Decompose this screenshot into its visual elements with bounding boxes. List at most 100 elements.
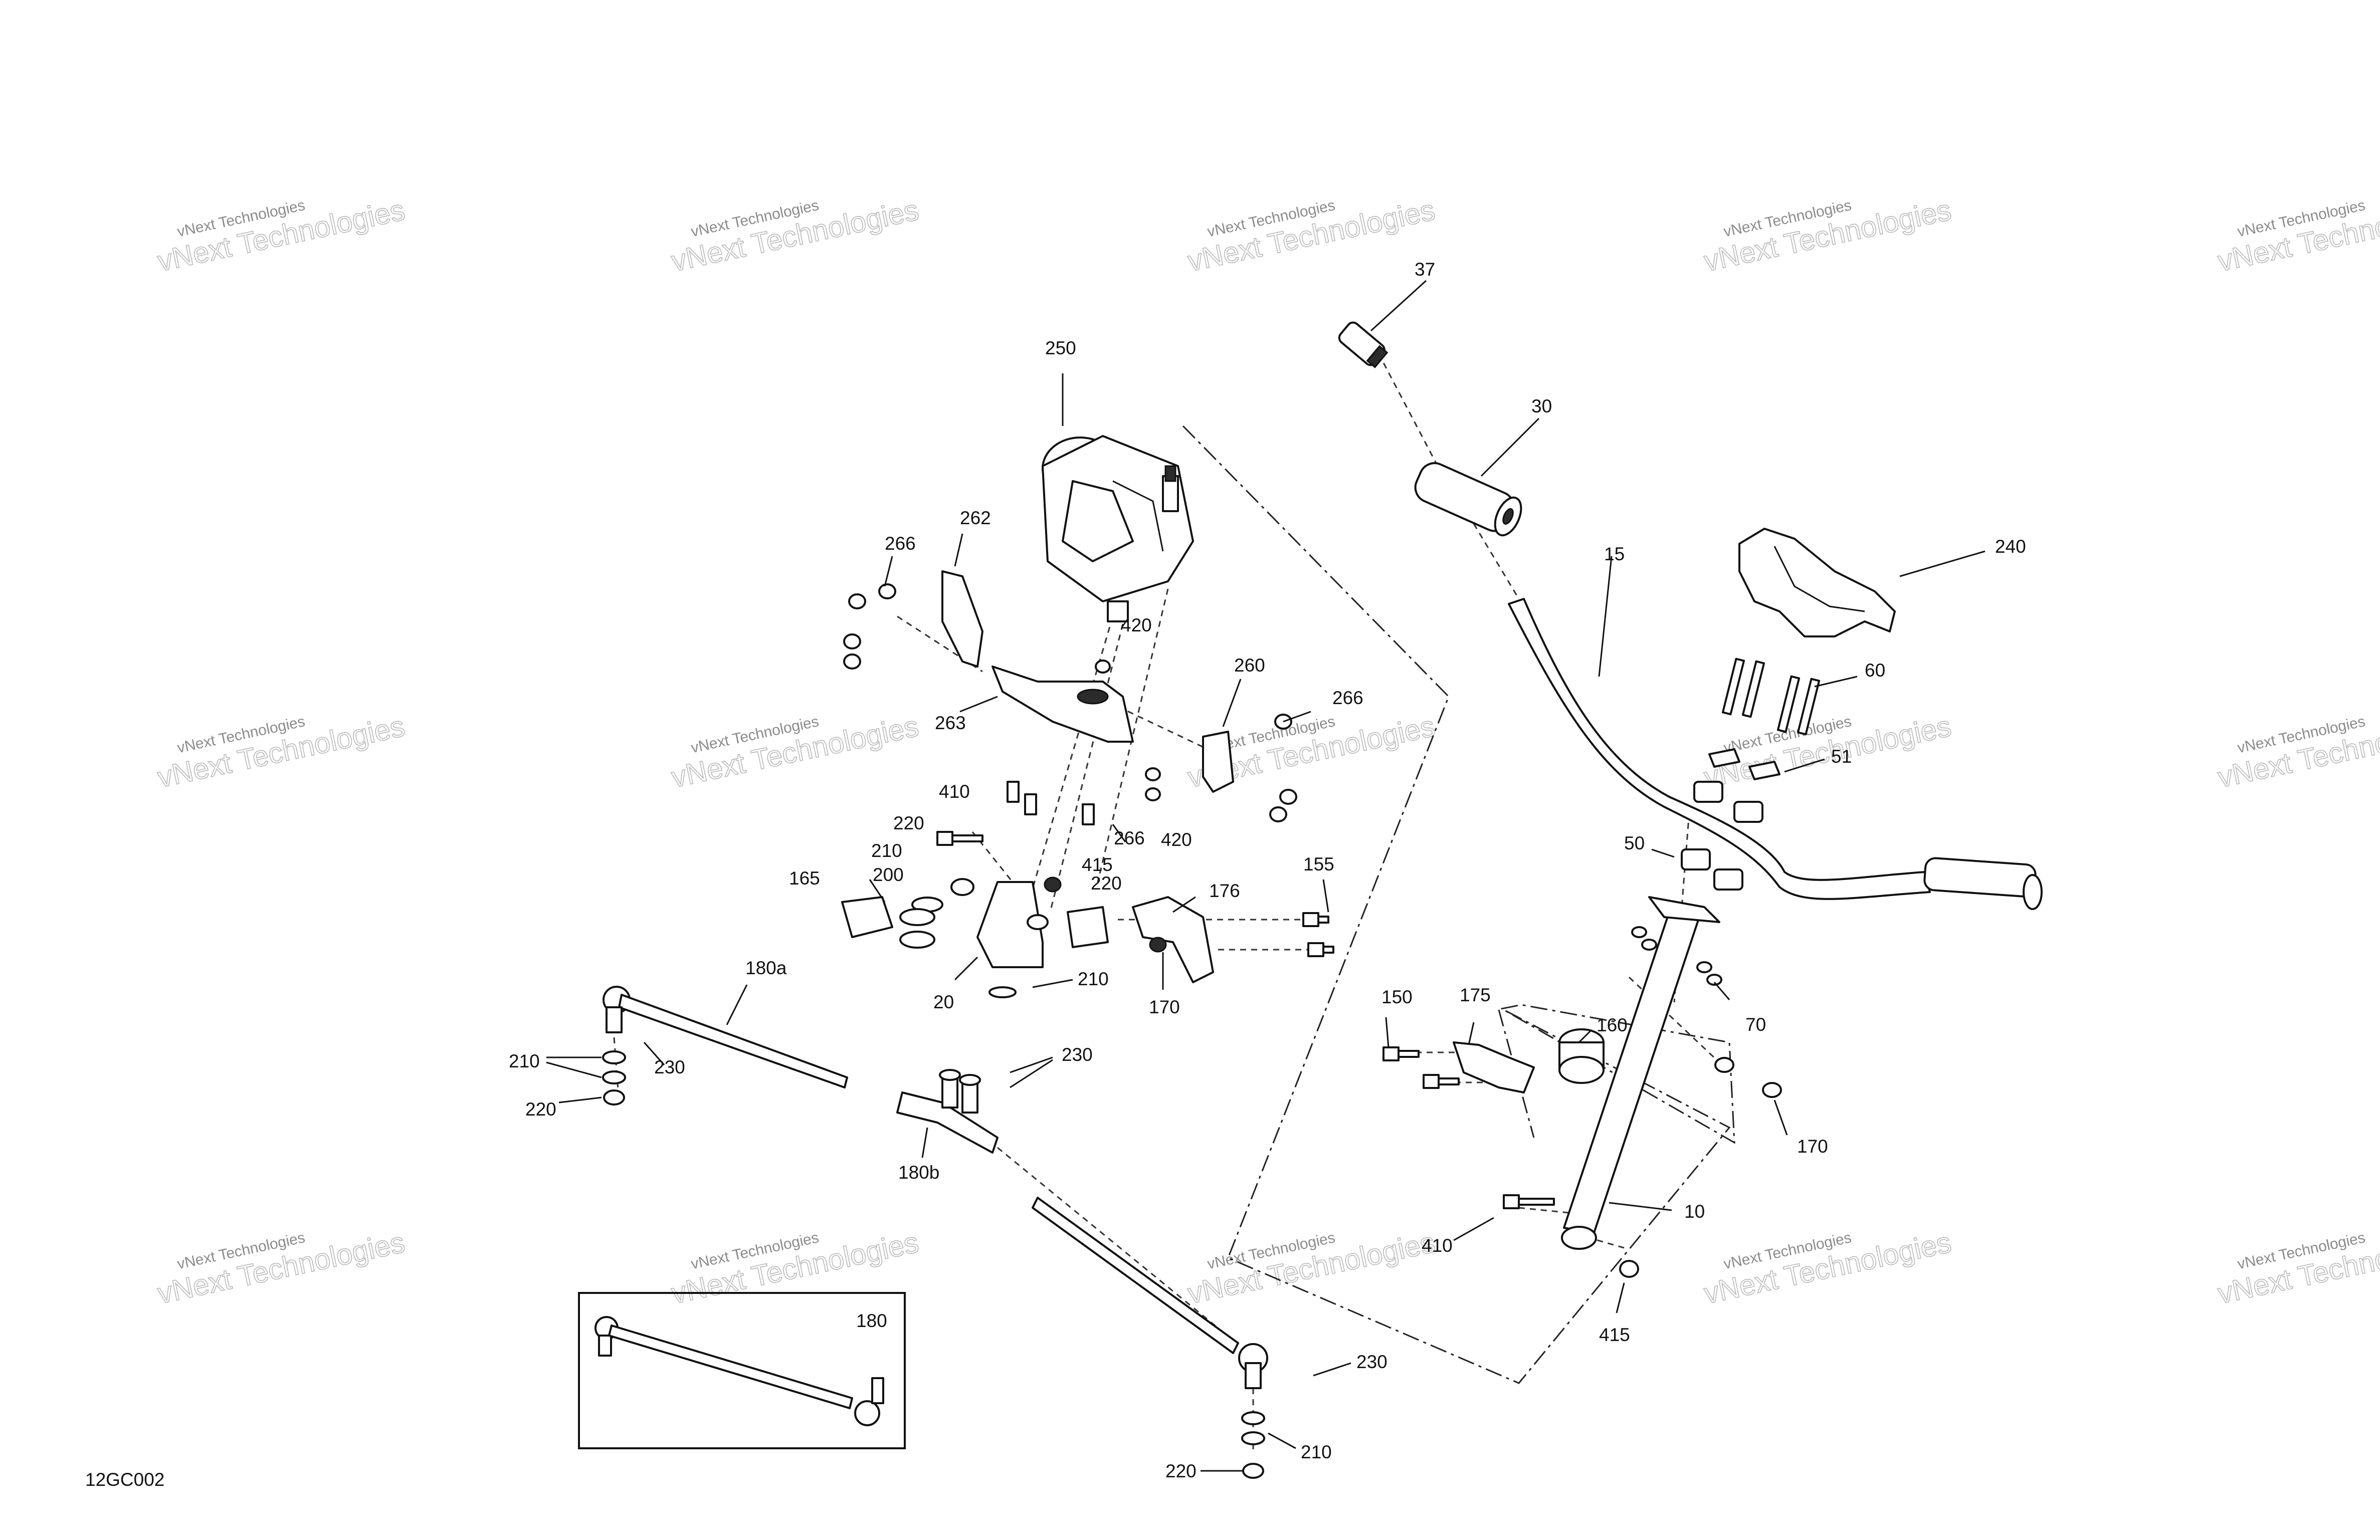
bolt-155b [1307, 942, 1334, 957]
callout-170b: 170 [1797, 1136, 1828, 1157]
bracket-262 [941, 570, 983, 668]
callout-210a: 210 [871, 840, 902, 861]
callout-415b: 415 [1599, 1325, 1630, 1345]
bolt-155a [1302, 912, 1329, 927]
bolt-410a [936, 831, 983, 846]
nut-170a [1149, 937, 1167, 953]
bolts-266 [843, 583, 1297, 825]
callout-51: 51 [1831, 746, 1852, 767]
callout-420a: 420 [1121, 615, 1152, 635]
oring-200a [899, 908, 935, 926]
callout-220d: 220 [1165, 1461, 1197, 1481]
callout-420b: 420 [1161, 829, 1192, 850]
callout-10: 10 [1684, 1201, 1705, 1222]
assembly-boundary [1182, 425, 1735, 1384]
callout-415a: 415 [1082, 854, 1113, 875]
callout-175: 175 [1460, 985, 1491, 1005]
column-bottom [1561, 1226, 1597, 1250]
callout-160: 160 [1597, 1015, 1628, 1035]
bushing-165 [841, 896, 893, 938]
callout-250: 250 [1045, 338, 1076, 358]
washer-210b [988, 986, 1017, 998]
callout-263: 263 [935, 713, 966, 733]
callout-410b: 410 [1422, 1235, 1453, 1256]
column-bushing [1558, 1028, 1605, 1084]
callout-150: 150 [1381, 987, 1413, 1007]
callout-180a: 180a [745, 958, 787, 978]
column-flange [1648, 896, 1720, 923]
callout-37: 37 [1415, 259, 1435, 280]
leader-lines [546, 280, 1986, 1472]
callout-260: 260 [1234, 655, 1265, 676]
callout-220b: 220 [1091, 873, 1122, 894]
handlebar-bolts [1721, 657, 1821, 736]
support-176 [1132, 896, 1214, 983]
callout-220a: 220 [893, 813, 924, 833]
callout-170a: 170 [1149, 997, 1180, 1017]
callout-266c: 266 [1114, 828, 1145, 848]
bar-end-plug [1338, 321, 1389, 368]
inset-box-180 [578, 1292, 906, 1449]
callout-155: 155 [1303, 854, 1334, 874]
callout-30: 30 [1531, 396, 1552, 416]
callout-50: 50 [1624, 833, 1645, 853]
callout-230b: 230 [1062, 1044, 1093, 1065]
handlebar-clamps [1681, 748, 1780, 891]
nuts-70 [1631, 926, 1722, 986]
callout-410a: 410 [939, 781, 970, 802]
callout-266a: 266 [885, 533, 916, 554]
callout-266b: 266 [1332, 688, 1363, 708]
bracket-263-hole [1077, 689, 1109, 705]
steering-arm [976, 881, 1044, 968]
callout-210d: 210 [1301, 1442, 1332, 1462]
bracket-260 [1202, 731, 1234, 793]
nut-415b [1619, 1260, 1639, 1278]
callout-210c: 210 [509, 1051, 540, 1071]
bushing-220 [950, 878, 974, 896]
left-grip [1414, 462, 1522, 537]
bolt-150b [1423, 1074, 1460, 1089]
power-steering-unit [1042, 435, 1194, 622]
bolt-410b [1503, 1194, 1555, 1209]
callout-220c: 220 [525, 1099, 556, 1120]
callout-230c: 230 [1356, 1352, 1387, 1372]
callout-176: 176 [1209, 881, 1240, 901]
callout-70: 70 [1745, 1014, 1766, 1035]
tie-rod-180a [602, 986, 848, 1106]
bushing-220b [1027, 914, 1049, 930]
callout-15: 15 [1604, 544, 1625, 564]
nut-column [1714, 1057, 1734, 1073]
diagram-code: 12GC002 [85, 1469, 164, 1490]
callout-210b: 210 [1078, 969, 1109, 989]
callout-60: 60 [1865, 660, 1885, 681]
callout-165: 165 [789, 868, 820, 889]
column-bracket [1453, 1041, 1535, 1093]
handlebar-cover [1738, 528, 1896, 637]
callout-180: 180 [856, 1310, 887, 1331]
bushing-176a [1067, 906, 1109, 948]
right-grip [1923, 857, 2037, 898]
tie-rod-lower [1032, 1197, 1268, 1479]
callout-230a: 230 [654, 1057, 685, 1077]
callout-240: 240 [1995, 536, 2026, 557]
handlebar [1508, 598, 1931, 900]
cover-detail [1773, 546, 1865, 612]
bolt-150 [1382, 1046, 1420, 1061]
callout-200: 200 [873, 864, 904, 885]
